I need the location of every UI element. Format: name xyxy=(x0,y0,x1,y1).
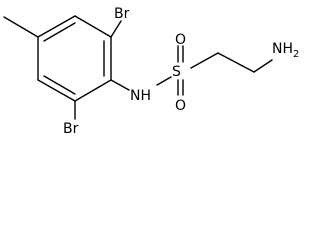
ring-bond xyxy=(74,15,112,38)
br-top-label: Br xyxy=(114,6,130,22)
amine-nh: NH xyxy=(272,41,293,57)
c-c-bond xyxy=(217,52,255,73)
amine-subscript: 2 xyxy=(293,49,299,60)
amine-label: NH2 xyxy=(272,41,299,60)
ring-double-bond xyxy=(43,75,76,95)
s-c-bond xyxy=(190,52,219,69)
ring-bond xyxy=(37,79,76,102)
c-n-bond xyxy=(253,59,273,73)
benzene-ring xyxy=(37,15,112,102)
ring-double-bond xyxy=(43,22,76,42)
br-top-bond xyxy=(110,20,122,38)
oxygen-top-label: O xyxy=(175,32,186,48)
ring-bond xyxy=(74,79,112,102)
chemical-structure: Br Br NH S O O NH2 xyxy=(3,6,299,136)
methyl-bond xyxy=(3,16,39,38)
nh-label: NH xyxy=(130,88,151,104)
sulfur-label: S xyxy=(172,64,181,80)
ring-to-nh-bond xyxy=(110,79,130,91)
oxygen-bottom-label: O xyxy=(175,98,186,114)
n-s-bond xyxy=(156,76,172,86)
ring-bond xyxy=(37,15,76,38)
br-bottom-label: Br xyxy=(63,121,79,136)
